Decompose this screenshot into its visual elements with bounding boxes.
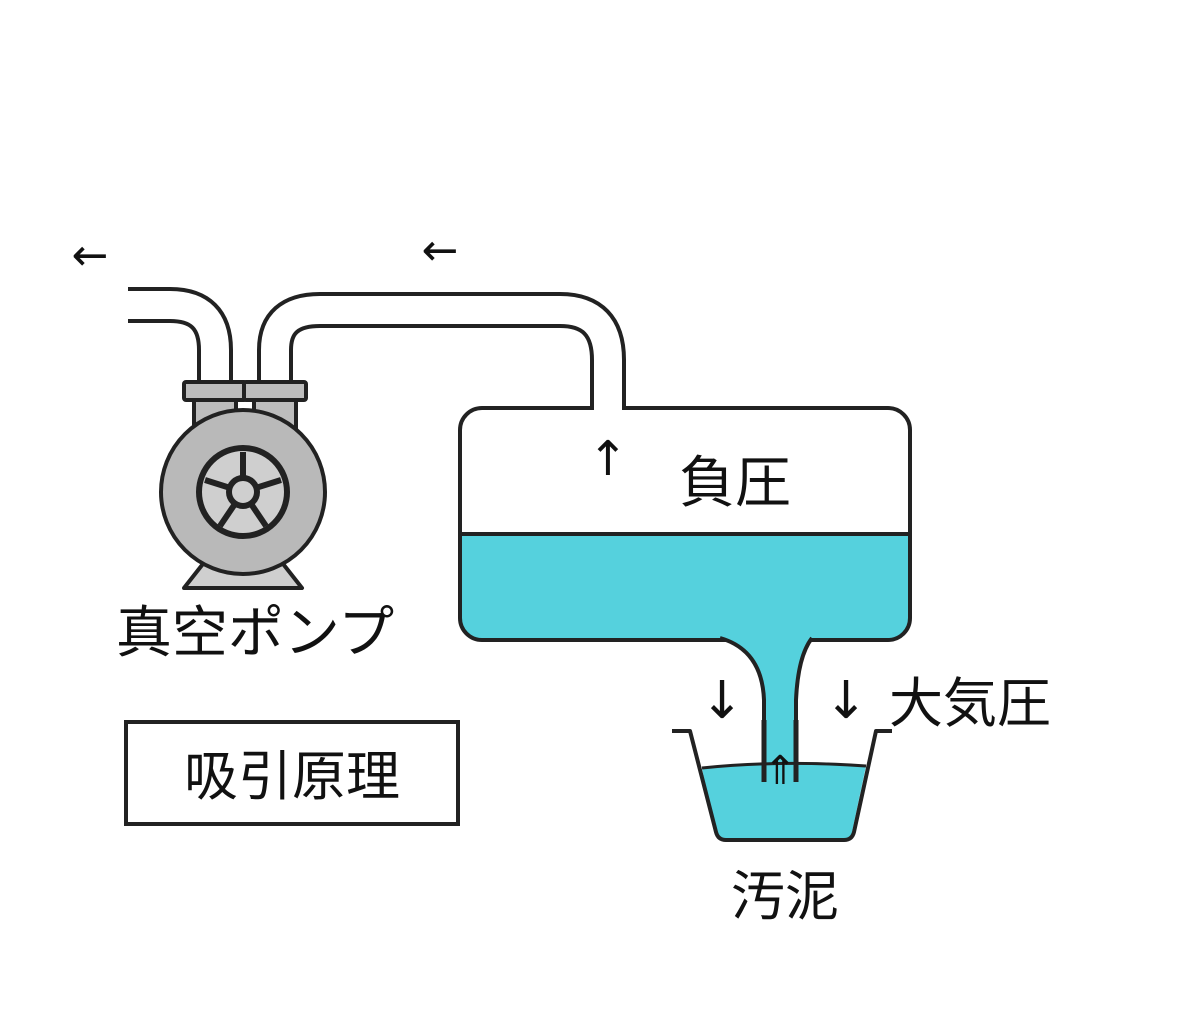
pump-label: 真空ポンプ	[116, 601, 394, 666]
atmospheric-pressure-label: 大気圧	[889, 672, 1051, 735]
exhaust-pipe	[128, 287, 233, 392]
sludge-label: 汚泥	[731, 865, 839, 928]
page-title: 吸引原理	[184, 745, 400, 808]
tank	[458, 402, 912, 642]
sludge-bucket	[672, 720, 892, 842]
vacuum-pump-icon	[159, 380, 327, 590]
title-box	[124, 720, 460, 826]
exhaust-arrow-left: ←	[72, 230, 109, 281]
exhaust-arrow-right: ←	[422, 225, 459, 276]
atm-arrow-left: ↓	[700, 671, 744, 731]
atm-arrow-right: ↓	[824, 671, 868, 731]
suction-up-arrow: ⇑	[763, 748, 797, 794]
intake-pipe	[257, 292, 626, 414]
suction-pipe	[719, 636, 814, 782]
negative-pressure-label: 負圧	[679, 451, 791, 516]
impeller-icon	[196, 445, 290, 539]
tank-up-arrow: ↑	[588, 431, 628, 487]
